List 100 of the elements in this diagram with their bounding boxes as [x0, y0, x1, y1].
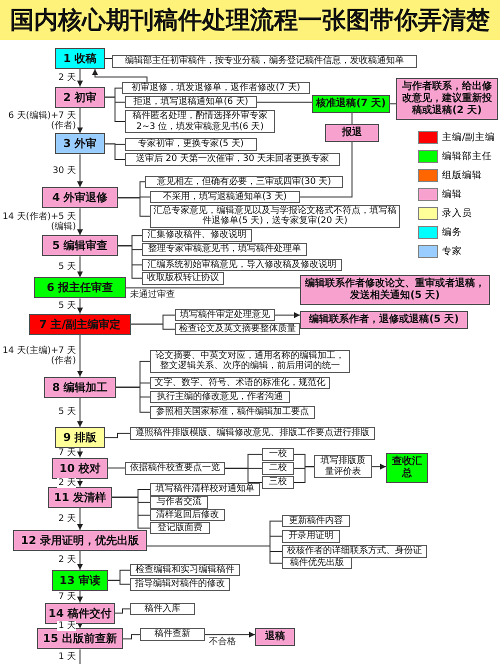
connector-line	[104, 58, 112, 59]
note-box: 稿件入库	[130, 602, 195, 616]
edge-label: 7 天	[57, 592, 76, 602]
process-box: 核准退稿(7 天)	[312, 94, 390, 113]
process-box: 与作者联系，给出修改意见，建议重新投稿或退稿(2 天)	[396, 78, 498, 120]
note-box: 文字、数字、符号、术语的标准化，规范化	[150, 376, 330, 390]
connector-line	[104, 432, 130, 438]
arrow	[77, 154, 83, 188]
arrow	[77, 107, 83, 134]
note-box: 登记版面费	[150, 522, 210, 534]
connector-line	[126, 287, 300, 288]
process-box: 8 编辑加工	[44, 376, 116, 398]
arrow	[77, 478, 83, 488]
note-box: 更新稿件内容	[282, 514, 350, 528]
note-box: 校核作者的详细联系方式、身份证	[282, 545, 427, 558]
note-box: 送审后 20 天第一次催审，30 天未回者更换专家	[125, 153, 340, 166]
note-box: 填写稿件清样校对通知单	[150, 483, 260, 496]
arrow	[77, 298, 83, 314]
note-box: 意见相左，但确有必要，三审或四审(30 天)	[145, 176, 343, 188]
legend-label: 录入员	[442, 207, 472, 220]
legend-label: 编务	[442, 226, 462, 239]
legend-label: 编辑	[442, 188, 462, 201]
arrow	[77, 622, 83, 629]
legend-label: 专家	[442, 245, 462, 258]
arrow	[77, 550, 83, 570]
edge-label: 2 天	[57, 478, 76, 488]
process-box: 12 录用证明，优先出版	[13, 530, 147, 552]
note-box: 整理专家审稿意见书，填写稿件处理单	[142, 243, 307, 256]
edge-label: 5 天	[57, 262, 76, 272]
connector-line	[300, 142, 352, 198]
note-box: 依据稿件校查要点一览	[125, 462, 225, 475]
note-box: 遵照稿件排版模版、编辑修改意见、排版工作要点进行排版	[130, 427, 375, 440]
arrow	[204, 632, 256, 638]
connector-line	[114, 608, 130, 614]
arrow	[77, 397, 83, 428]
arrow	[77, 590, 83, 604]
note-box: 编辑部主任初审稿件，按专业分稿，编务登记稿件信息，发收稿通知单	[112, 55, 417, 68]
connector-line	[122, 634, 140, 640]
edge-label: 2 天	[57, 555, 76, 566]
process-box: 2 初审	[55, 86, 105, 108]
note-box: 与作者交流	[150, 496, 208, 509]
note-box: 稿件查新	[140, 628, 205, 641]
connector-line	[224, 468, 262, 483]
arrow	[372, 464, 386, 470]
edge-label: 14 天(作者)+5 天(编辑)	[2, 212, 76, 232]
edge-label: 2 天	[57, 514, 76, 524]
process-box: 4 外审退修	[42, 187, 118, 208]
note-box: 稿件匿名处理，酌情选择外审专家 2~3 位，填发审稿意见书(6 天)	[125, 110, 275, 133]
legend-label: 编辑部主任	[442, 150, 492, 163]
note-box: 汇编系统初始审稿意见，导入修改稿及修改说明	[142, 258, 342, 272]
connector-line	[130, 324, 176, 330]
edge-label: 2 天	[57, 72, 76, 83]
edge-label: 不合格	[209, 636, 236, 647]
process-box: 1 收稿	[55, 48, 105, 69]
note-box: 填写稿件审定处理意见	[175, 308, 275, 322]
note-box: 参照相关国家标准，稿件编辑加工要点	[150, 406, 315, 419]
arrow	[77, 68, 83, 88]
note-box: 填写排版质量评价表	[314, 455, 372, 478]
connector-line	[118, 245, 142, 279]
note-box: 二校	[262, 462, 294, 475]
arrow	[77, 448, 83, 458]
note-box: 三校	[262, 476, 294, 489]
process-box: 13 审读	[52, 570, 108, 591]
arrow	[77, 507, 83, 531]
process-box: 报退	[325, 124, 379, 142]
connector-line	[118, 197, 150, 217]
process-box: 6 报主任审查	[34, 277, 126, 298]
note-box: 指导编辑对稿件的修改	[130, 578, 230, 590]
connector-line	[104, 96, 126, 122]
legend-label: 主编/副主编	[442, 131, 496, 144]
connector-line	[390, 103, 396, 104]
connector-line	[294, 466, 314, 483]
edge-label: 5 天	[57, 407, 76, 418]
process-box: 查收汇总	[386, 452, 428, 483]
connector-line	[108, 580, 130, 585]
connector-line	[146, 546, 282, 564]
connector-line	[112, 496, 150, 529]
arrow	[77, 334, 83, 378]
connector-line	[104, 143, 126, 160]
arrow	[77, 208, 83, 236]
note-box: 开录用证明	[282, 530, 340, 543]
process-box: 11 发清样	[48, 486, 112, 508]
edge-label: 14 天(主编)+7 天(作者)	[2, 346, 76, 366]
title: 国内核心期刊稿件处理流程一张图带你弄清楚	[0, 0, 500, 40]
note-box: 专家初审，更换专家(5 天)	[125, 138, 257, 151]
note-box: 汇总专家意见，编辑意见以及与学报论文格式不符点，填写稿件退修单(5 天)，送专家复审(20 天)	[150, 204, 400, 228]
note-box: 清样返回后修改	[150, 508, 225, 522]
edge-label: 30 天	[52, 166, 76, 176]
note-box: 初审退修，填发退修单，返作者修改(7 天)	[122, 82, 310, 94]
edge-label: 5 天	[57, 300, 76, 311]
legend-label: 组版编辑	[442, 169, 482, 182]
note-box: 执行主编的修改意见，作者沟通	[150, 390, 290, 404]
edge-label: 未通过审查	[130, 290, 175, 300]
process-box: 7 主/副主编审定	[29, 314, 131, 335]
process-box: 10 校对	[52, 458, 108, 478]
note-box: 不采用，填写退稿通知单(3 天)	[150, 190, 300, 204]
note-box: 稿件优先出版	[282, 556, 352, 570]
process-box: 5 编辑审查	[42, 235, 118, 256]
process-box: 15 出版前查新	[37, 628, 123, 650]
process-box: 3 外审	[55, 133, 105, 154]
